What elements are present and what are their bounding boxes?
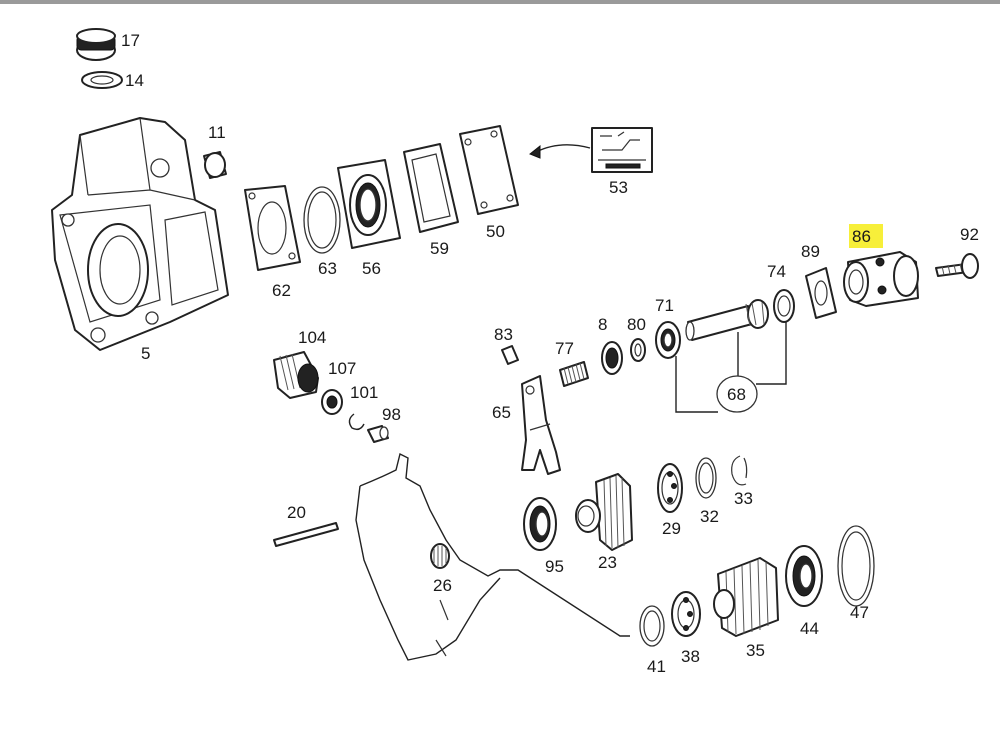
part-92-bolt[interactable]	[935, 253, 979, 279]
part-41-ring[interactable]	[639, 605, 665, 647]
label-14: 14	[125, 71, 144, 90]
label-101: 101	[350, 383, 378, 402]
label-8: 8	[598, 315, 607, 334]
part-104-fitting[interactable]	[273, 351, 319, 399]
part-5-housing[interactable]	[51, 117, 229, 351]
label-62: 62	[272, 281, 291, 300]
part-47-snap-ring[interactable]	[837, 525, 875, 607]
label-11: 11	[208, 123, 226, 142]
label-98: 98	[382, 405, 401, 424]
part-86-pump[interactable]	[843, 251, 919, 307]
part-26-needle-bearing[interactable]	[430, 543, 450, 569]
part-101-clip[interactable]	[348, 413, 365, 431]
label-5: 5	[141, 344, 150, 363]
part-32-ring[interactable]	[695, 457, 717, 499]
part-80-ring[interactable]	[630, 338, 646, 362]
part-95-bearing[interactable]	[523, 497, 557, 551]
label-44: 44	[800, 619, 819, 638]
leader-68	[675, 322, 787, 413]
label-68: 68	[727, 385, 746, 404]
label-26: 26	[433, 576, 452, 595]
label-53: 53	[609, 178, 628, 197]
label-50: 50	[486, 222, 505, 241]
part-17-cap[interactable]	[76, 28, 116, 61]
part-98-pin[interactable]	[367, 425, 389, 443]
label-17: 17	[121, 31, 140, 50]
part-83-pin[interactable]	[501, 345, 519, 365]
part-71-bearing-ring[interactable]	[655, 321, 681, 359]
label-56: 56	[362, 259, 381, 278]
label-104: 104	[298, 328, 326, 347]
part-50-cover[interactable]	[459, 125, 519, 215]
label-59: 59	[430, 239, 449, 258]
part-20-rod[interactable]	[273, 522, 339, 547]
label-35: 35	[746, 641, 765, 660]
part-63-o-ring[interactable]	[303, 186, 341, 254]
part-38-bearing[interactable]	[671, 591, 701, 637]
part-23-gear[interactable]	[575, 473, 633, 551]
window-top-border	[0, 0, 1000, 4]
part-68-shaft[interactable]	[685, 299, 769, 341]
part-53-oil-symbol[interactable]	[591, 127, 653, 173]
label-71: 71	[655, 296, 674, 315]
label-107: 107	[328, 359, 356, 378]
part-33-circlip[interactable]	[731, 455, 748, 486]
label-20: 20	[287, 503, 306, 522]
label-95: 95	[545, 557, 564, 576]
label-65: 65	[492, 403, 511, 422]
case-section-outline	[355, 452, 630, 661]
label-80: 80	[627, 315, 646, 334]
label-41: 41	[647, 657, 666, 676]
label-89: 89	[801, 242, 820, 261]
part-62-gasket[interactable]	[244, 185, 301, 271]
part-65-shift-fork[interactable]	[521, 375, 561, 475]
part-59-gasket[interactable]	[403, 143, 459, 233]
label-32: 32	[700, 507, 719, 526]
highlight-86	[849, 224, 883, 248]
label-92: 92	[960, 225, 979, 244]
arrow-head-53	[529, 144, 541, 159]
label-86: 86	[852, 227, 871, 246]
label-77: 77	[555, 339, 574, 358]
label-63: 63	[318, 259, 337, 278]
label-47: 47	[850, 603, 869, 622]
label-83: 83	[494, 325, 513, 344]
part-56-seal-flange[interactable]	[337, 159, 401, 249]
label-38: 38	[681, 647, 700, 666]
part-89-gasket[interactable]	[805, 267, 837, 319]
label-33: 33	[734, 489, 753, 508]
part-35-gear[interactable]	[713, 557, 779, 637]
part-11-sleeve[interactable]	[203, 151, 227, 179]
part-74-ring[interactable]	[773, 289, 795, 323]
label-23: 23	[598, 553, 617, 572]
part-14-washer[interactable]	[81, 71, 123, 89]
part-107-washer[interactable]	[321, 389, 343, 415]
part-8-bearing[interactable]	[601, 341, 623, 375]
label-74: 74	[767, 262, 786, 281]
part-29-bearing[interactable]	[657, 463, 683, 513]
arrow-53	[535, 144, 591, 153]
label-29: 29	[662, 519, 681, 538]
part-44-bearing[interactable]	[785, 545, 823, 607]
part-77-spring[interactable]	[559, 361, 589, 387]
